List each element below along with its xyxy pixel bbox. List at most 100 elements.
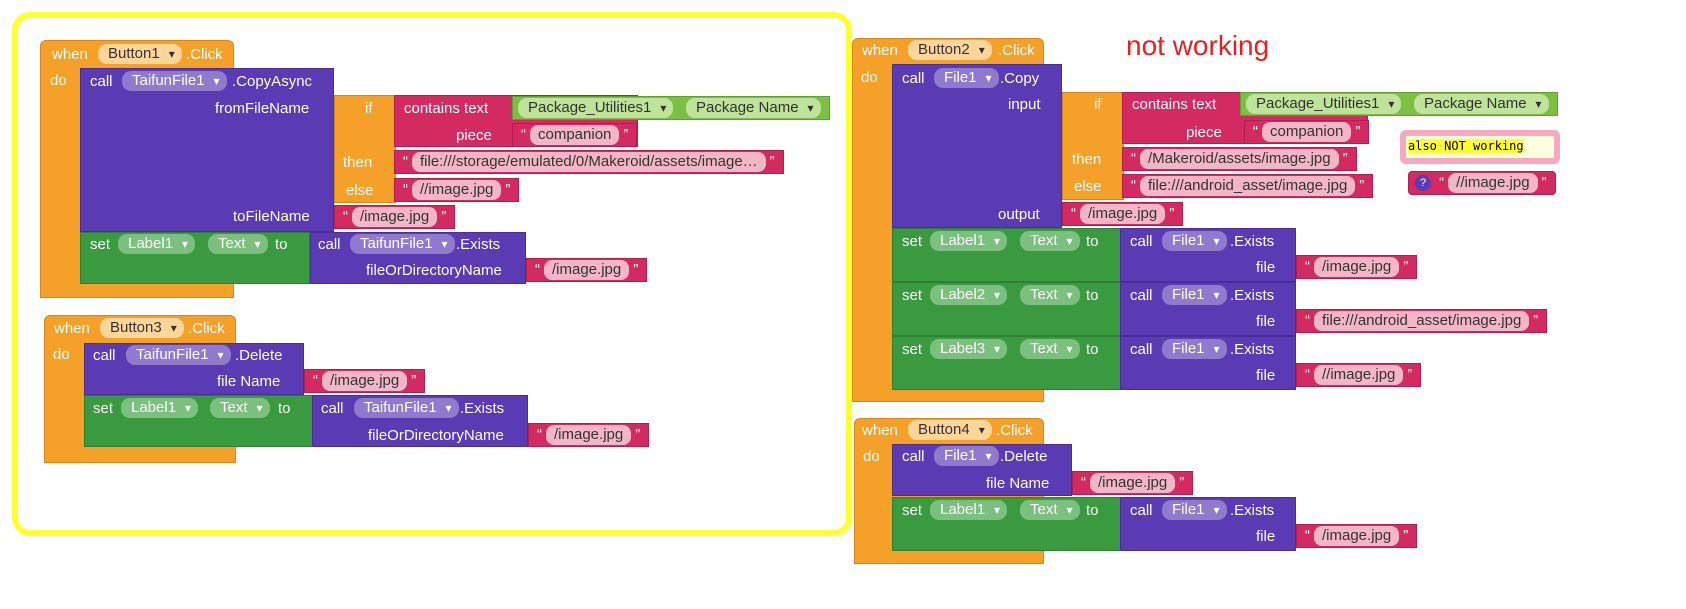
button2-dropdown[interactable]: Button2 (908, 40, 992, 60)
taifunfile1-dropdown[interactable]: TaifunFile1 (350, 234, 455, 254)
file1-dropdown[interactable]: File1 (1162, 285, 1227, 305)
delete-method-label: .Delete (1000, 448, 1048, 465)
exists-method-label: .Exists (460, 400, 505, 417)
call-label: call (1130, 233, 1153, 250)
exists-path-string[interactable]: “/image.jpg” (526, 258, 648, 282)
set-label: set (93, 400, 114, 417)
fileordirectoryname-label: fileOrDirectoryName (368, 427, 504, 444)
exists-method-label: .Exists (456, 236, 501, 253)
label1-dropdown[interactable]: Label1 (930, 500, 1008, 520)
package-name-dropdown[interactable]: Package Name (1414, 94, 1549, 114)
label2-dropdown[interactable]: Label2 (930, 285, 1008, 305)
file-label: file (1256, 528, 1276, 545)
package-name-dropdown[interactable]: Package Name (686, 98, 821, 118)
set-label: set (902, 341, 923, 358)
call-label: call (90, 73, 113, 90)
else-label: else (346, 182, 374, 199)
set-label: set (902, 502, 923, 519)
set-label: set (902, 287, 923, 304)
exists-method-label: .Exists (1230, 502, 1275, 519)
label1-dropdown[interactable]: Label1 (118, 234, 196, 254)
call-label: call (1130, 341, 1153, 358)
do-label: do (863, 448, 880, 465)
delete-path-string[interactable]: “/image.jpg” (304, 369, 426, 393)
file1-dropdown[interactable]: File1 (934, 446, 999, 466)
piece-label: piece (456, 127, 492, 144)
else-label: else (1074, 178, 1102, 195)
button4-dropdown[interactable]: Button4 (908, 420, 992, 440)
exists-path-string[interactable]: “/image.jpg” (1296, 524, 1418, 548)
label3-dropdown[interactable]: Label3 (930, 339, 1008, 359)
text-property-dropdown[interactable]: Text (1020, 500, 1080, 520)
help-icon[interactable]: ? (1415, 175, 1431, 192)
to-label: to (1086, 233, 1099, 250)
else-string[interactable]: “file:///android_asset/image.jpg” (1122, 174, 1374, 198)
fromfilename-label: fromFileName (215, 100, 310, 117)
exists-path-string[interactable]: “//image.jpg” (1296, 363, 1422, 387)
comment-text: also NOT working (1406, 136, 1554, 158)
do-label: do (50, 72, 67, 89)
text-property-dropdown[interactable]: Text (210, 398, 270, 418)
exists-path-string[interactable]: “file:///android_asset/image.jpg” (1296, 309, 1548, 333)
delete-path-string[interactable]: “/image.jpg” (1072, 471, 1194, 495)
piece-string[interactable]: “companion” (512, 123, 638, 147)
fileordirectoryname-label: fileOrDirectoryName (366, 262, 502, 279)
tofilename-string[interactable]: “/image.jpg” (334, 205, 456, 229)
loose-string-block[interactable]: ? “//image.jpg” (1408, 171, 1556, 195)
copyasync-block[interactable] (80, 68, 334, 232)
to-label: to (278, 400, 291, 417)
package-utilities-dropdown[interactable]: Package_Utilities1 (518, 98, 674, 118)
label1-dropdown[interactable]: Label1 (930, 231, 1008, 251)
exists-path-string[interactable]: “/image.jpg” (528, 423, 650, 447)
file-label: file (1256, 313, 1276, 330)
call-label: call (902, 70, 925, 87)
contains-text-label: contains text (404, 100, 489, 117)
file1-dropdown[interactable]: File1 (1162, 500, 1227, 520)
exists-method-label: .Exists (1230, 341, 1275, 358)
filename-label: file Name (986, 475, 1050, 492)
output-string[interactable]: “/image.jpg” (1062, 202, 1184, 226)
file1-dropdown[interactable]: File1 (1162, 339, 1227, 359)
input-label: input (1008, 96, 1041, 113)
to-label: to (1086, 341, 1099, 358)
text-property-dropdown[interactable]: Text (208, 234, 268, 254)
text-property-dropdown[interactable]: Text (1020, 339, 1080, 359)
call-label: call (1130, 502, 1153, 519)
piece-label: piece (1186, 124, 1222, 141)
also-not-working-annotation: also NOT working (1408, 139, 1524, 153)
button3-dropdown[interactable]: Button3 (100, 318, 184, 338)
not-working-annotation: not working (1126, 30, 1270, 61)
label1-dropdown[interactable]: Label1 (121, 398, 199, 418)
set-label: set (90, 236, 111, 253)
if-block[interactable] (1062, 92, 1124, 200)
if-block[interactable] (334, 95, 396, 203)
file1-dropdown[interactable]: File1 (1162, 231, 1227, 251)
output-label: output (998, 206, 1040, 223)
text-property-dropdown[interactable]: Text (1020, 231, 1080, 251)
to-label: to (1086, 287, 1099, 304)
exists-path-string[interactable]: “/image.jpg” (1296, 255, 1418, 279)
set-label: set (902, 233, 923, 250)
piece-string[interactable]: “companion” (1244, 120, 1370, 144)
tofilename-label: toFileName (233, 208, 310, 225)
then-string[interactable]: “/Makeroid/assets/image.jpg” (1122, 147, 1357, 171)
then-label: then (1072, 151, 1102, 168)
button1-dropdown[interactable]: Button1 (98, 44, 182, 64)
package-utilities-dropdown[interactable]: Package_Utilities1 (1246, 94, 1402, 114)
if-label: if (365, 100, 373, 117)
do-label: do (861, 69, 878, 86)
call-label: call (1130, 287, 1153, 304)
then-string[interactable]: “file:///storage/emulated/0/Makeroid/ass… (394, 150, 784, 174)
taifunfile1-dropdown[interactable]: TaifunFile1 (354, 398, 459, 418)
copy-block[interactable] (892, 64, 1062, 228)
then-label: then (343, 154, 373, 171)
else-string[interactable]: “//image.jpg” (394, 178, 520, 202)
when-label: when (862, 422, 898, 439)
text-property-dropdown[interactable]: Text (1020, 285, 1080, 305)
file1-dropdown[interactable]: File1 (934, 68, 999, 88)
if-label: if (1094, 96, 1102, 113)
taifunfile1-dropdown[interactable]: TaifunFile1 (126, 345, 231, 365)
taifunfile1-dropdown[interactable]: TaifunFile1 (122, 71, 227, 91)
yellow-highlight (12, 12, 852, 536)
do-label: do (53, 346, 70, 363)
